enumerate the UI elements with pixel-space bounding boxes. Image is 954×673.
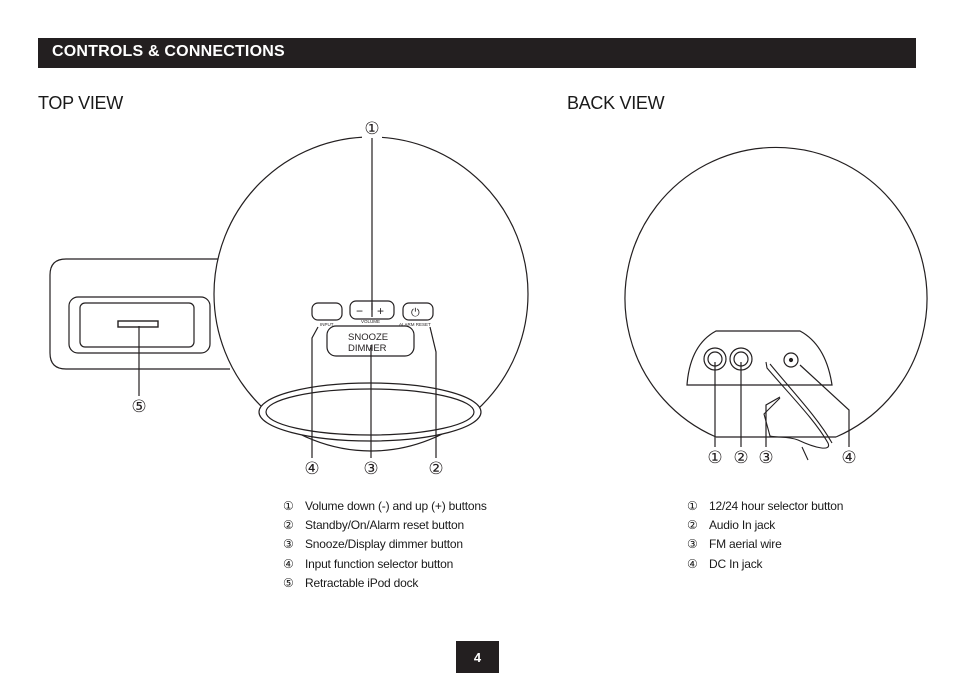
volume-plus-icon: + [377, 304, 384, 318]
callout-top-2: ② [428, 459, 443, 478]
legend-item: ④ DC In jack [687, 554, 843, 573]
legend-text: Input function selector button [305, 556, 454, 571]
ipod-dock-housing [49, 258, 230, 370]
back-view-title: BACK VIEW [567, 93, 665, 113]
legend-number: ④ [687, 556, 698, 571]
ipod-dock-inner [79, 302, 195, 348]
legend-text: Volume down (-) and up (+) buttons [305, 498, 487, 513]
callout-top-5: ⑤ [131, 397, 146, 416]
legend-item: ③ FM aerial wire [687, 535, 843, 554]
legend-text: FM aerial wire [709, 537, 782, 552]
ipod-connector [117, 320, 159, 328]
legend-item: ④ Input function selector button [283, 554, 487, 573]
alarm-reset-label: ALARM RESET [399, 322, 431, 327]
back-panel [686, 330, 833, 386]
callout-top-3: ③ [363, 459, 378, 478]
legend-item: ③ Snooze/Display dimmer button [283, 535, 487, 554]
volume-minus-icon: − [356, 304, 363, 318]
top-view-title: TOP VIEW [38, 93, 123, 113]
legend-item: ① 12/24 hour selector button [687, 496, 843, 515]
leader-line-2 [429, 326, 437, 458]
legend-text: Retractable iPod dock [305, 575, 419, 590]
speaker-sphere-back [624, 146, 928, 438]
legend-number: ① [687, 498, 698, 513]
page-number: 4 [456, 641, 499, 673]
callout-back-4: ④ [841, 448, 856, 467]
legend-number: ④ [283, 556, 294, 571]
dimmer-label: DIMMER [348, 343, 387, 354]
back-leader-3 [765, 396, 781, 447]
fm-aerial-wire [763, 361, 830, 449]
section-title: CONTROLS & CONNECTIONS [52, 43, 285, 60]
top-view-legend: ① Volume down (-) and up (+) buttons ② S… [283, 496, 487, 592]
base-ring-inner [265, 388, 475, 436]
input-button-shape [311, 302, 343, 321]
dc-jack [783, 352, 799, 368]
power-icon: ⏻ [411, 307, 420, 319]
legend-text: Standby/On/Alarm reset button [305, 517, 464, 532]
volume-label: VOLUME [361, 319, 380, 324]
legend-number: ③ [283, 537, 294, 552]
legend-item: ⑤ Retractable iPod dock [283, 573, 487, 592]
page-number-text: 4 [473, 649, 482, 665]
callout-back-1: ① [707, 448, 722, 467]
base-ring-outer [258, 382, 482, 442]
legend-number: ① [283, 498, 294, 513]
input-label: INPUT [320, 322, 334, 327]
back-view-legend: ① 12/24 hour selector button ② Audio In … [687, 496, 843, 573]
callout-top-4: ④ [304, 459, 319, 478]
callout-back-3: ③ [758, 448, 773, 467]
legend-text: Snooze/Display dimmer button [305, 537, 463, 552]
legend-item: ② Audio In jack [687, 515, 843, 534]
legend-number: ⑤ [283, 575, 294, 590]
section-header-bar: CONTROLS & CONNECTIONS [38, 38, 916, 68]
back-leader-4 [799, 364, 850, 447]
legend-text: 12/24 hour selector button [709, 498, 844, 513]
legend-item: ① Volume down (-) and up (+) buttons [283, 496, 487, 515]
callout-top-1: ① [364, 119, 379, 138]
snooze-label: SNOOZE [348, 332, 388, 343]
leader-line-4 [311, 326, 319, 458]
power-button-shape [402, 302, 434, 321]
legend-text: DC In jack [709, 556, 763, 571]
legend-item: ② Standby/On/Alarm reset button [283, 515, 487, 534]
callout-back-2: ② [733, 448, 748, 467]
legend-number: ② [687, 517, 698, 532]
legend-number: ③ [687, 537, 698, 552]
legend-text: Audio In jack [709, 517, 776, 532]
legend-number: ② [283, 517, 294, 532]
